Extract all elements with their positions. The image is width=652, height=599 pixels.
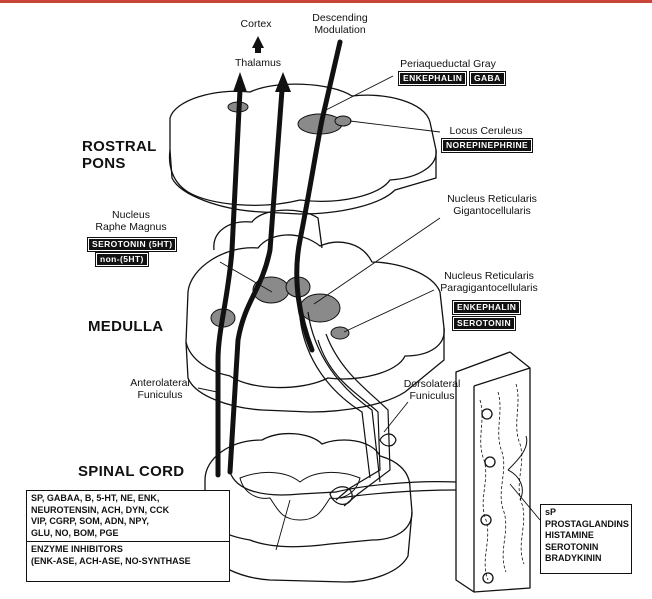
enzyme-inhibitors-title: ENZYME INHIBITORS <box>31 544 225 556</box>
region-spinal-cord: SPINAL CORD <box>78 463 184 480</box>
periphery-mediator-box: sP PROSTAGLANDINS HISTAMINE SEROTONIN BR… <box>540 504 632 574</box>
enzyme-inhibitors-list: (ENK-ASE, ACH-ASE, NO-SYNTHASE <box>31 556 225 568</box>
pons-slab-bottom <box>170 150 436 214</box>
locus-ceruleus-nucleus <box>335 116 351 126</box>
periphery-line: BRADYKININ <box>545 553 627 565</box>
arrow-head-right <box>275 72 291 92</box>
descending-modulation-line-2: Modulation <box>300 24 380 36</box>
giganto-line-2: Gigantocellularis <box>436 205 548 217</box>
leader-giganto <box>314 218 440 304</box>
leader-spinal-box <box>276 500 290 550</box>
region-medulla: MEDULLA <box>88 318 163 335</box>
leader-anterolateral <box>198 388 217 392</box>
tag-norepinephrine: NOREPINEPHRINE <box>442 139 532 152</box>
leader-paragiganto <box>344 290 434 332</box>
raphe-line-2: Raphe Magnus <box>86 221 176 233</box>
leader-dorsolateral <box>384 402 408 432</box>
tag-paragiganto-enkephalin: ENKEPHALIN <box>453 301 520 314</box>
dorsolateral-line-2: Funiculus <box>392 390 472 402</box>
giganto-line-1: Nucleus Reticularis <box>436 193 548 205</box>
cortex-arrow-stem <box>255 47 261 53</box>
raphe-line-1: Nucleus <box>86 209 176 221</box>
tag-paragiganto-serotonin: SEROTONIN <box>453 317 515 330</box>
anterolateral-line-2: Funiculus <box>120 389 200 401</box>
spinal-box-line: SP, GABAA, B, 5-HT, NE, ENK, <box>31 493 225 505</box>
leader-locus <box>350 121 440 132</box>
paragiganto-nucleus <box>331 327 349 339</box>
region-rostral-pons-line-2: PONS <box>82 155 157 172</box>
spinal-neurotransmitter-box: SP, GABAA, B, 5-HT, NE, ENK, NEUROTENSIN… <box>26 490 230 582</box>
nucleus-reticularis-giganto-label: Nucleus Reticularis Gigantocellularis <box>436 193 548 217</box>
anterolateral-line-1: Anterolateral <box>120 377 200 389</box>
tag-non-5ht: non-(5HT) <box>96 253 148 266</box>
paragiganto-line-2: Paragigantocellularis <box>426 282 552 294</box>
paragiganto-line-1: Nucleus Reticularis <box>426 270 552 282</box>
nucleus-reticularis-paragiganto-label: Nucleus Reticularis Paragigantocellulari… <box>426 270 552 294</box>
thalamus-label: Thalamus <box>228 57 288 69</box>
locus-ceruleus-label: Locus Ceruleus <box>446 125 526 137</box>
descending-modulation-label: Descending Modulation <box>300 12 380 36</box>
spinal-slab <box>205 434 412 547</box>
arrow-head-left <box>233 72 247 92</box>
pons-slab <box>170 84 437 205</box>
tag-pag-gaba: GABA <box>470 72 505 85</box>
periphery-line: sP <box>545 507 627 519</box>
tag-serotonin-5ht: SEROTONIN (5HT) <box>88 238 176 251</box>
periphery-line: SEROTONIN <box>545 542 627 554</box>
spinal-box-line: NEUROTENSIN, ACH, DYN, CCK <box>31 505 225 517</box>
region-rostral-pons-line-1: ROSTRAL <box>82 138 157 155</box>
anterolateral-funiculus-label: Anterolateral Funiculus <box>120 377 200 401</box>
cortex-arrow <box>252 36 264 48</box>
funiculus-loop <box>380 434 396 446</box>
spinal-box-line: GLU, NO, BOM, PGE <box>31 528 225 540</box>
nucleus-raphe-magnus-label: Nucleus Raphe Magnus <box>86 209 176 233</box>
tag-pag-enkephalin: ENKEPHALIN <box>399 72 466 85</box>
ascending-tract-left <box>218 90 240 475</box>
dorsolateral-funiculus-label: Dorsolateral Funiculus <box>392 378 472 402</box>
giganto-nucleus <box>300 294 340 322</box>
periphery-line: HISTAMINE <box>545 530 627 542</box>
descending-modulation-line-1: Descending <box>300 12 380 24</box>
spinal-box-divider <box>27 541 229 542</box>
spinal-grey-butterfly <box>240 472 360 520</box>
region-rostral-pons: ROSTRAL PONS <box>82 138 157 172</box>
periphery-line: PROSTAGLANDINS <box>545 519 627 531</box>
cortex-label: Cortex <box>232 18 280 30</box>
spinal-box-line: VIP, CGRP, SOM, ADN, NPY, <box>31 516 225 528</box>
periaqueductal-gray-label: Periaqueductal Gray <box>392 58 504 70</box>
dorsolateral-line-1: Dorsolateral <box>392 378 472 390</box>
